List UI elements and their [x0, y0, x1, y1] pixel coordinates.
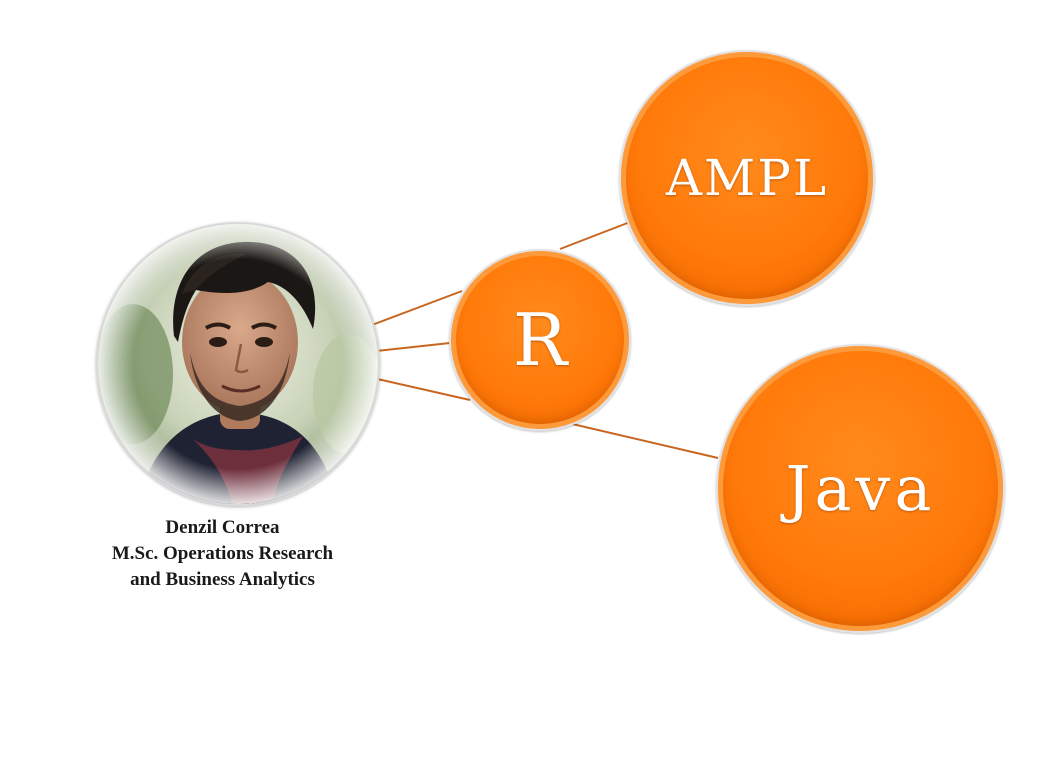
connector-photo-r-bottom — [372, 377, 471, 401]
connector-photo-r-top — [371, 290, 463, 326]
connector-photo-r-middle — [375, 342, 451, 352]
connector-r-java — [567, 422, 719, 459]
person-photo-icon — [98, 224, 378, 504]
skill-node-ampl-label: AMPL — [665, 149, 829, 207]
skill-node-ampl: AMPL — [619, 50, 875, 306]
profile-name: Denzil Correa — [165, 517, 280, 538]
profile-photo — [96, 222, 380, 506]
skill-node-java: Java — [716, 344, 1005, 633]
skill-node-r-label: R — [512, 298, 568, 382]
connector-r-ampl — [559, 221, 631, 250]
profile-degree-line-2: and Business Analytics — [130, 569, 315, 590]
profile-caption: Denzil Correa M.Sc. Operations Research … — [60, 515, 385, 593]
skill-node-java-label: Java — [785, 452, 936, 525]
skill-node-r: R — [449, 249, 631, 431]
profile-degree-line-1: M.Sc. Operations Research — [111, 543, 334, 564]
